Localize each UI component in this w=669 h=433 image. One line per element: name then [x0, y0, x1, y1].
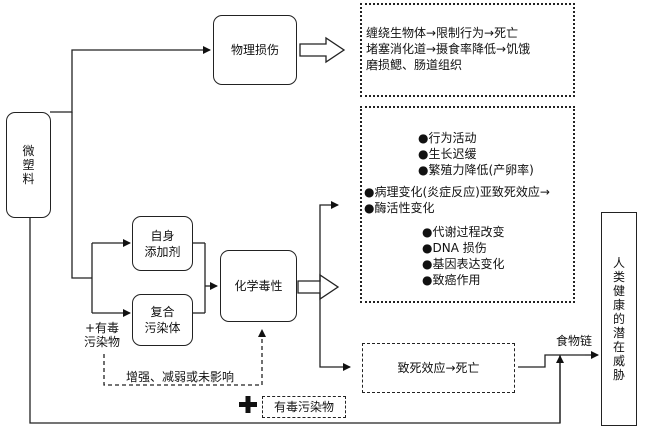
self-additive-label: 自身 添加剂 [144, 228, 181, 259]
effect-item: ●行为活动 [418, 131, 477, 145]
line-to-physical [50, 46, 211, 113]
effect-item: ●病理变化(炎症反应)亚致死效应→ [364, 185, 550, 199]
microplastic-node: 微 塑 料 [6, 112, 51, 218]
effects-group-3: ●代谢过程改变 ●DNA 损伤 ●基因表达变化 ●致癌作用 [422, 224, 504, 288]
lethal-effect-label: 致死效应→死亡 [397, 361, 480, 375]
line-to-chemical [71, 112, 92, 279]
line-to-lethal [319, 287, 351, 371]
dashed-feedback [103, 329, 266, 386]
line-food-chain [518, 354, 585, 368]
food-chain-label: 食物链 [556, 334, 593, 348]
chemical-effects-box: ●行为活动 ●生长迟缓 ●繁殖力降低(产卵率) ●病理变化(炎症反应)亚致死效应… [360, 106, 575, 303]
human-health-node: 人 类 健 康 的 潜 在 威 胁 [601, 212, 637, 426]
lethal-effect-box: 致死效应→死亡 [362, 343, 515, 393]
composite-pollutant-label: 复合 污染体 [144, 305, 181, 335]
physical-damage-label: 物理损伤 [230, 43, 279, 57]
self-additive-node: 自身 添加剂 [132, 216, 193, 271]
physical-damage-node: 物理损伤 [213, 15, 297, 85]
chemical-toxicity-node: 化学毒性 [220, 250, 297, 322]
effect-item: ●致癌作用 [422, 273, 481, 287]
effects-group-1: ●行为活动 ●生长迟缓 ●繁殖力降低(产卵率) [418, 130, 534, 178]
physical-effects-box: 缠绕生物体→限制行为→死亡 堵塞消化道→摄食率降低→饥饿 磨损鳃、肠道组织 [360, 3, 575, 97]
effect-item: ●生长迟缓 [418, 147, 477, 161]
block-arrow-physical [299, 36, 346, 64]
effect-item: ●基因表达变化 [422, 257, 505, 271]
physical-effect-item: 缠绕生物体→限制行为→死亡 [366, 26, 519, 40]
composite-pollutant-node: 复合 污染体 [132, 294, 193, 346]
block-arrow-chemical [297, 273, 340, 301]
effect-item: ●代谢过程改变 [422, 225, 505, 239]
effect-item: ●DNA 损伤 [422, 241, 487, 255]
effect-item: ●繁殖力降低(产卵率) [418, 163, 534, 177]
toxic-pollutant-bottom-box: 有毒污染物 [262, 396, 346, 418]
physical-effect-item: 磨损鳃、肠道组织 [366, 58, 463, 72]
line-to-effects [319, 201, 339, 287]
human-health-label: 人 类 健 康 的 潜 在 威 胁 [612, 256, 625, 382]
microplastic-label: 微 塑 料 [22, 144, 35, 186]
plus-icon [239, 396, 257, 413]
toxic-pollutant-bottom-label: 有毒污染物 [273, 400, 334, 414]
effect-item: ●酶活性变化 [364, 201, 435, 215]
physical-effect-item: 堵塞消化道→摄食率降低→饥饿 [366, 42, 531, 56]
enhance-note-label: 增强、减弱或未影响 [126, 370, 235, 384]
chemical-toxicity-label: 化学毒性 [234, 279, 283, 293]
effects-group-2: ●病理变化(炎症反应)亚致死效应→ ●酶活性变化 [364, 184, 550, 216]
toxic-pollutant-side-label: +有毒 污染物 [84, 321, 121, 349]
